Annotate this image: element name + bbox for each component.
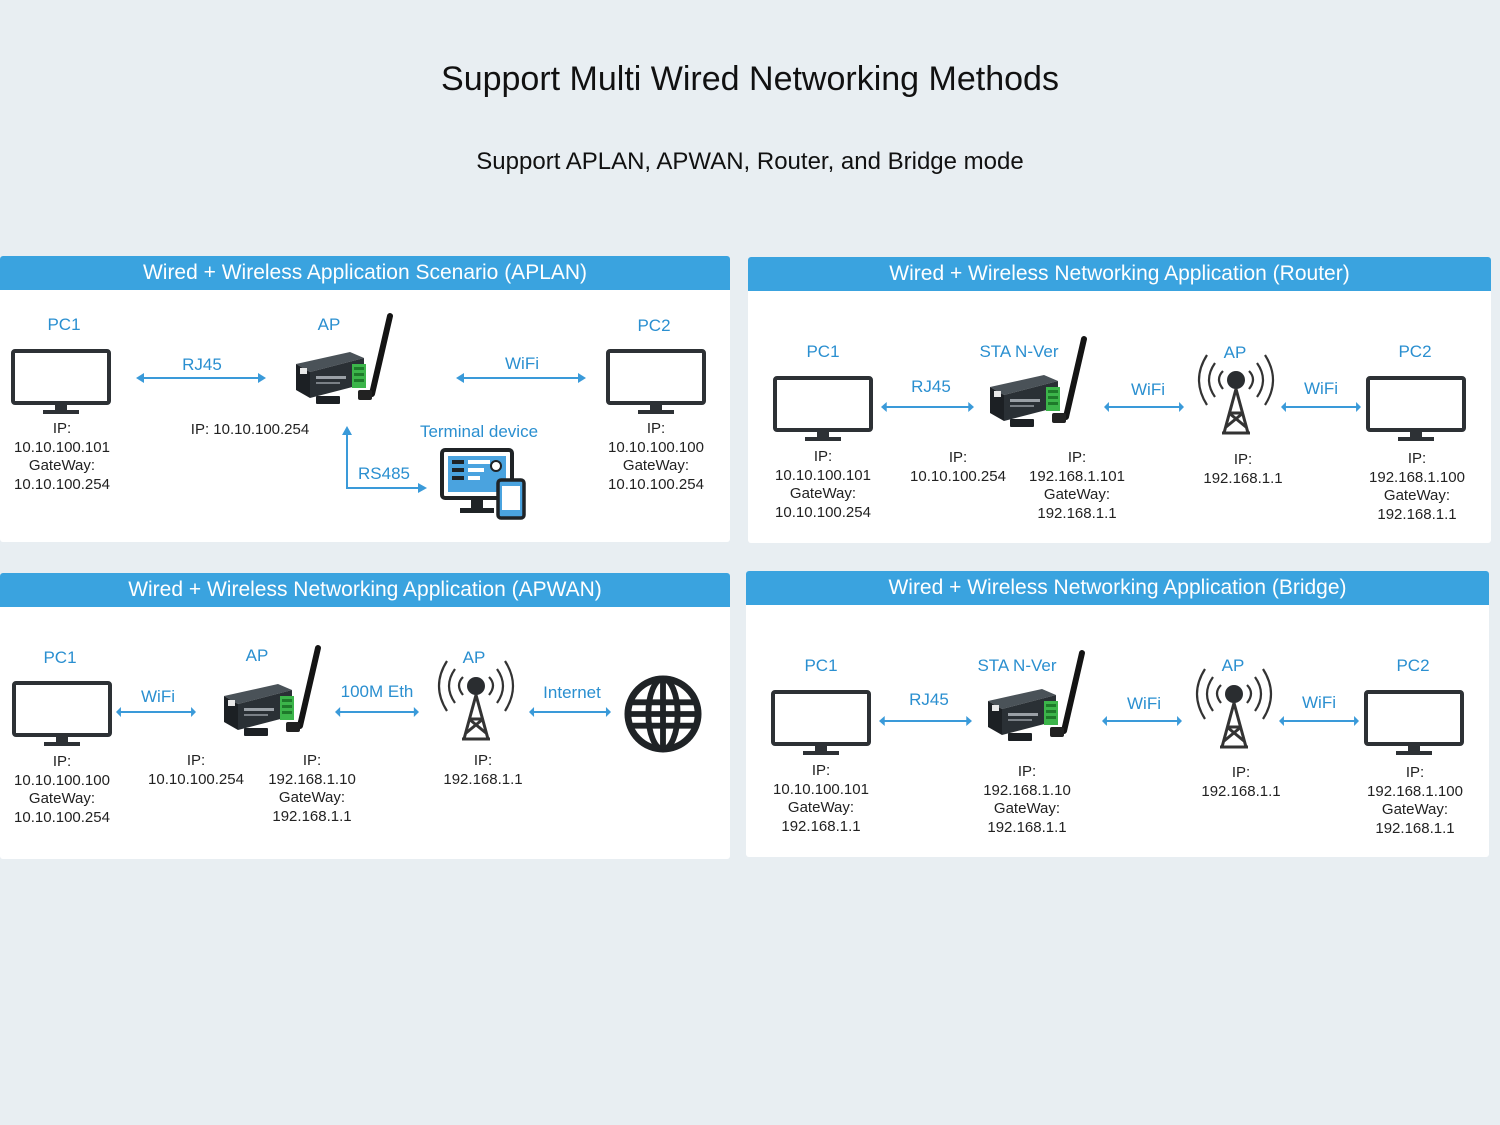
ap-ip-info: IP:192.168.1.1 — [1203, 451, 1283, 487]
rj45-link-label: RJ45 — [182, 355, 222, 374]
bidirectional-arrow-icon — [1281, 401, 1361, 413]
wireless-gateway-icon — [214, 644, 324, 744]
wifi-tower-icon — [431, 653, 521, 743]
wireless-gateway-icon — [286, 312, 396, 412]
rs485-connector-arrow-icon — [342, 426, 427, 493]
pc1-label: PC1 — [806, 342, 840, 361]
page-title: Support Multi Wired Networking Methods — [441, 60, 1059, 98]
pc2-label: PC2 — [1398, 342, 1432, 361]
monitor-icon — [773, 376, 873, 442]
pc1-label: PC1 — [47, 315, 81, 334]
bidirectional-arrow-icon — [1104, 401, 1184, 413]
bidirectional-arrow-icon — [881, 401, 974, 413]
sta-n-ver-label: STA N-Ver — [977, 656, 1057, 675]
bidirectional-arrow-icon — [335, 706, 419, 718]
bidirectional-arrow-icon — [879, 715, 972, 727]
pc2-label: PC2 — [1396, 656, 1430, 675]
ap-ip-info: IP:192.168.1.1 — [443, 752, 523, 788]
ap-ip-info: IP:192.168.1.1 — [1201, 764, 1281, 800]
bidirectional-arrow-icon — [136, 372, 266, 384]
terminal-device-icon — [438, 446, 528, 520]
bidirectional-arrow-icon — [456, 372, 586, 384]
wifi-link-label: WiFi — [141, 687, 175, 706]
pc1-label: PC1 — [43, 648, 77, 667]
ap-label: AP — [245, 646, 269, 665]
bidirectional-arrow-icon — [529, 706, 611, 718]
panel-header: Wired + Wireless Networking Application … — [746, 571, 1489, 605]
page-subtitle: Support APLAN, APWAN, Router, and Bridge… — [476, 148, 1024, 175]
wireless-gateway-icon — [980, 335, 1090, 435]
sta-n-ver-label: STA N-Ver — [979, 342, 1059, 361]
bidirectional-arrow-icon — [1102, 715, 1182, 727]
wireless-gateway-icon — [978, 649, 1088, 749]
monitor-icon — [771, 690, 871, 756]
ap-label: AP — [1223, 343, 1247, 362]
panel-aplan: Wired + Wireless Application Scenario (A… — [0, 256, 730, 542]
monitor-icon — [1364, 690, 1464, 756]
pc1-label: PC1 — [804, 656, 838, 675]
ap-label: AP — [317, 315, 341, 334]
bidirectional-arrow-icon — [1279, 715, 1359, 727]
panel-header: Wired + Wireless Application Scenario (A… — [0, 256, 730, 290]
panel-router: Wired + Wireless Networking Application … — [748, 257, 1491, 543]
sta-lan-ip-info: IP:10.10.100.254 — [910, 449, 1006, 485]
panel-header: Wired + Wireless Networking Application … — [0, 573, 730, 607]
wifi-link-label: WiFi — [505, 354, 539, 373]
monitor-icon — [12, 681, 112, 747]
monitor-icon — [606, 349, 706, 415]
internet-link-label: Internet — [543, 683, 601, 702]
wifi-link-label: WiFi — [1302, 693, 1336, 712]
bidirectional-arrow-icon — [116, 706, 196, 718]
wifi-link-label: WiFi — [1304, 379, 1338, 398]
monitor-icon — [1366, 376, 1466, 442]
ap-ip-info: IP: 10.10.100.254 — [190, 421, 310, 438]
rs485-link-label: RS485 — [358, 464, 410, 483]
rj45-link-label: RJ45 — [909, 690, 949, 709]
ap-lan-ip-info: IP:10.10.100.254 — [148, 752, 244, 788]
ap-label: AP — [1221, 656, 1245, 675]
terminal-device-label: Terminal device — [419, 422, 539, 441]
wifi-tower-icon — [1191, 347, 1281, 437]
globe-icon — [624, 675, 702, 753]
wifi-link-label: WiFi — [1131, 380, 1165, 399]
wifi-tower-icon — [1189, 661, 1279, 751]
rj45-link-label: RJ45 — [911, 377, 951, 396]
monitor-icon — [11, 349, 111, 415]
panel-apwan: Wired + Wireless Networking Application … — [0, 573, 730, 859]
panel-bridge: Wired + Wireless Networking Application … — [746, 571, 1489, 857]
wifi-link-label: WiFi — [1127, 694, 1161, 713]
panel-header: Wired + Wireless Networking Application … — [748, 257, 1491, 291]
ap-label: AP — [462, 648, 486, 667]
ethernet-link-label: 100M Eth — [340, 682, 414, 701]
pc2-label: PC2 — [637, 316, 671, 335]
